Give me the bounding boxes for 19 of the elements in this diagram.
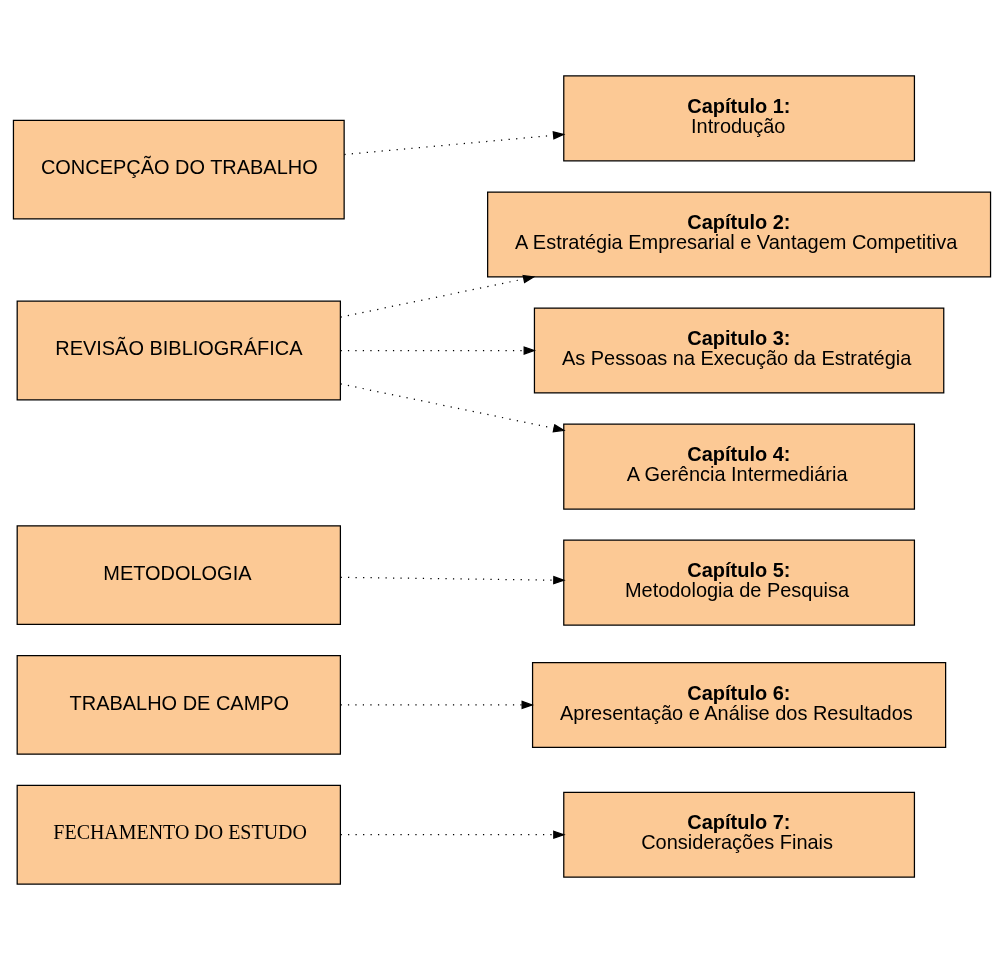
arrow xyxy=(340,829,566,839)
node-box: REVISÃO BIBLIOGRÁFICA xyxy=(16,300,342,400)
arrow xyxy=(340,382,566,432)
node-box: Capítulo 5: Metodologia de Pesquisa xyxy=(563,539,916,626)
node-box: METODOLOGIA xyxy=(16,524,342,625)
arrow xyxy=(340,345,537,355)
node-box: Capítulo 1: Introdução xyxy=(563,74,916,161)
arrow xyxy=(340,575,566,585)
node-box: TRABALHO DE CAMPO xyxy=(16,654,342,755)
node-box: CONCEPÇÃO DO TRABALHO xyxy=(12,119,345,219)
node-box: Capítulo 7: Considerações Finais xyxy=(563,791,916,878)
node-box: Capítulo 4: A Gerência Intermediária xyxy=(563,423,916,510)
node-box: Capítulo 6: Apresentação e Análise dos Resultados xyxy=(531,661,947,748)
node-box: FECHAMENTO DO ESTUDO xyxy=(16,784,342,885)
arrow xyxy=(343,130,566,155)
arrow xyxy=(340,274,536,318)
node-box: Capítulo 2: A Estratégia Empresarial e Vantagem Competitiva xyxy=(487,190,992,278)
node-box: Capitulo 3: As Pessoas na Execução da Estratégia xyxy=(533,306,945,394)
arrow xyxy=(340,700,534,709)
